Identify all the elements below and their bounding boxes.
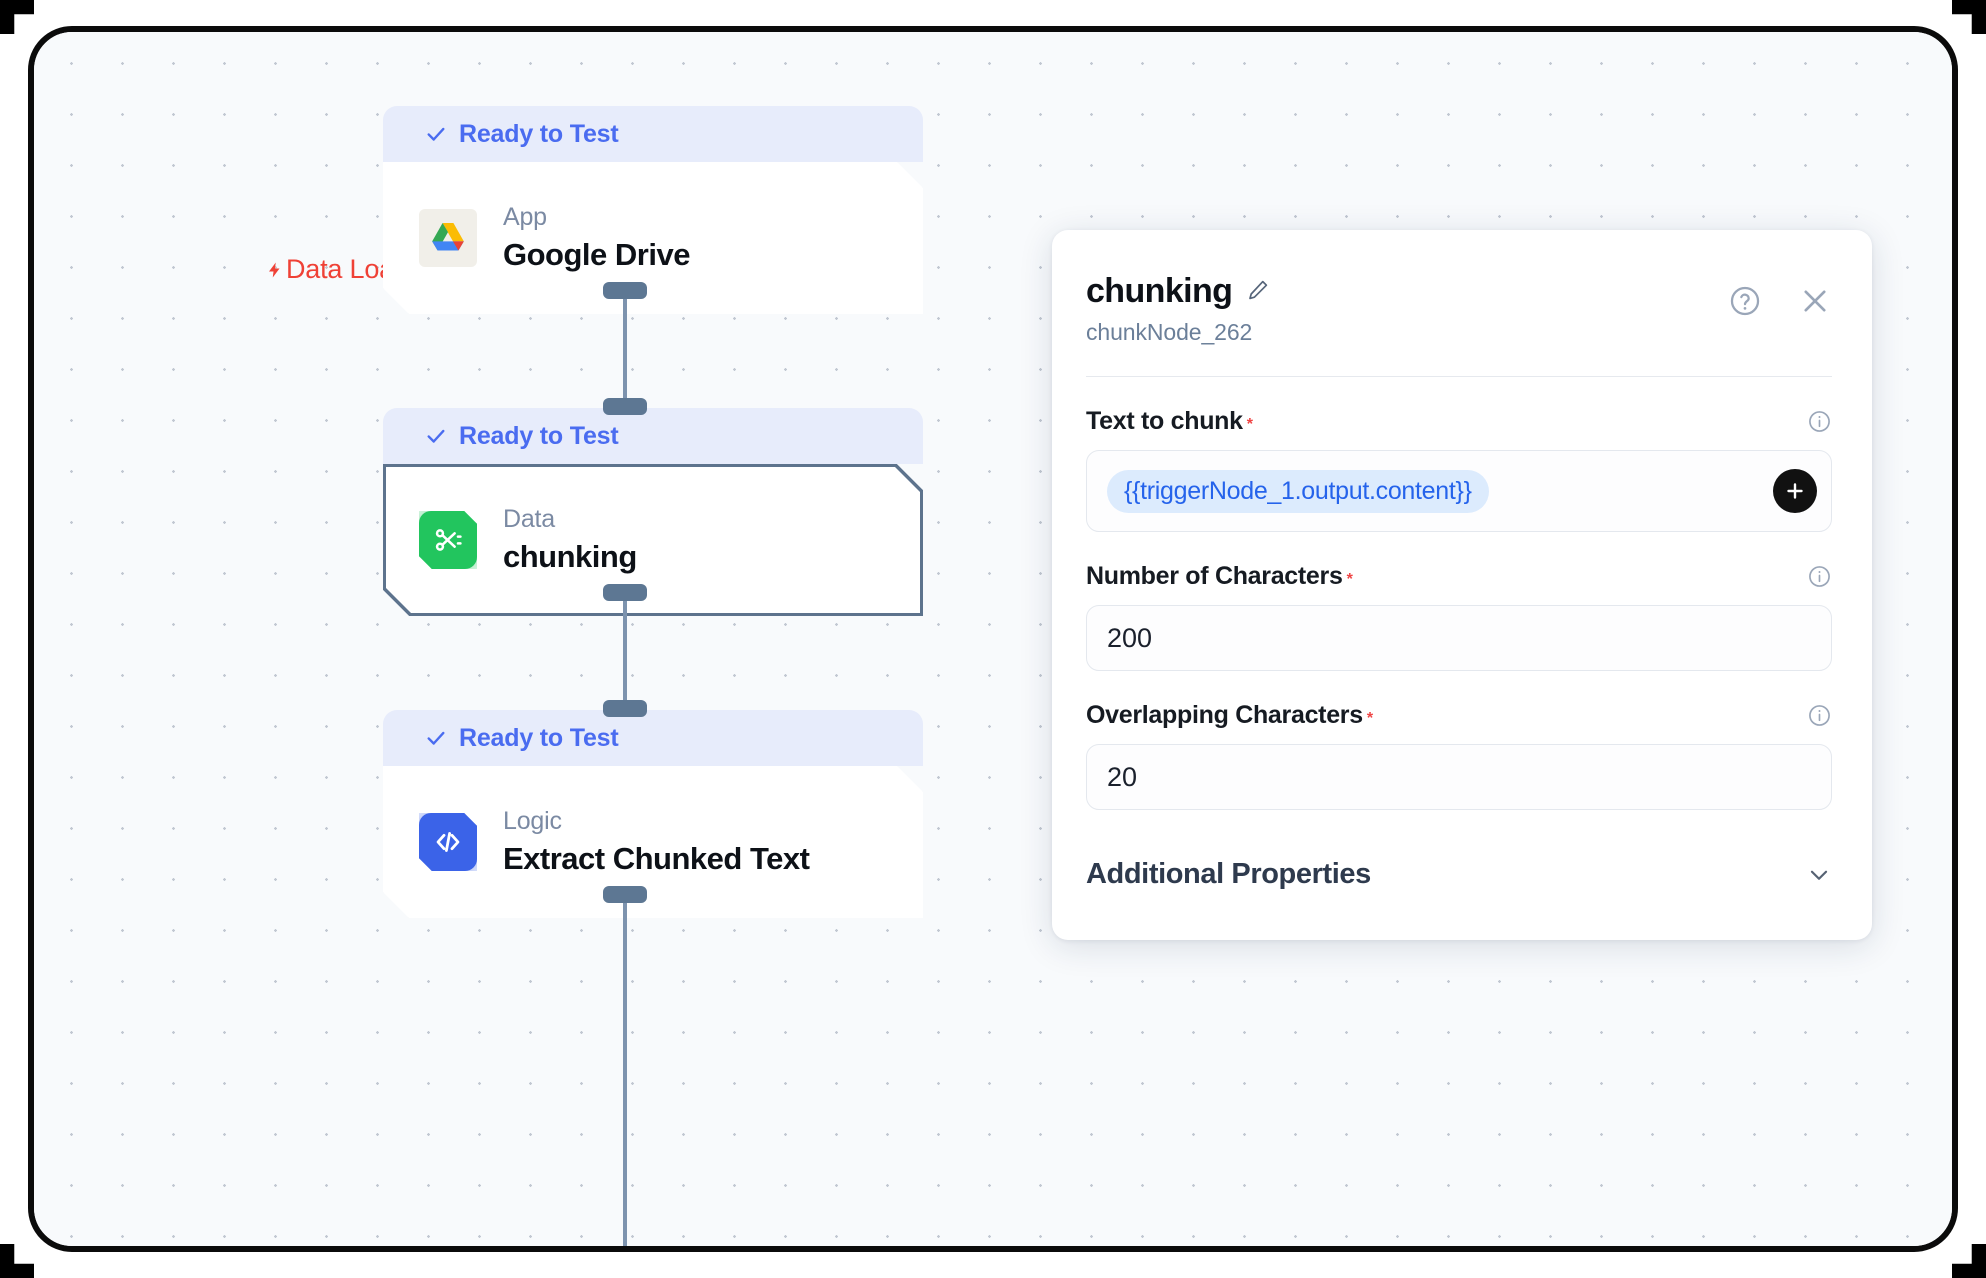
field-text-to-chunk: Text to chunk* {{triggerNode_1.output.co… (1086, 407, 1832, 532)
status-badge-label: Ready to Test (459, 723, 619, 752)
status-badge-label: Ready to Test (459, 421, 619, 450)
connector-port-out-2[interactable] (603, 584, 647, 601)
required-marker: * (1246, 416, 1253, 433)
workflow-node-google-drive[interactable]: Ready to Test App Google Drive (383, 106, 923, 314)
required-marker: * (1346, 571, 1353, 588)
google-drive-icon (419, 209, 477, 267)
crop-mark-bottom-left (0, 1244, 34, 1278)
status-badge-label: Ready to Test (459, 119, 619, 148)
check-icon (425, 425, 447, 447)
panel-subtitle: chunkNode_262 (1086, 319, 1253, 345)
crop-mark-top-right (1952, 0, 1986, 34)
node-kind-label: Logic (503, 807, 562, 835)
info-icon[interactable] (1807, 564, 1832, 589)
node-labels: Data chunking (503, 505, 637, 575)
close-icon[interactable] (1798, 284, 1832, 318)
crop-mark-bottom-right (1952, 1244, 1986, 1278)
additional-properties-label: Additional Properties (1086, 858, 1371, 890)
pencil-icon[interactable] (1246, 278, 1270, 302)
node-kind-label: Data (503, 505, 556, 533)
add-variable-button[interactable] (1773, 469, 1817, 513)
connector-port-in-2[interactable] (603, 398, 647, 415)
field-overlapping-characters: Overlapping Characters* 20 (1086, 701, 1832, 810)
additional-properties-toggle[interactable]: Additional Properties (1086, 858, 1832, 891)
node-labels: App Google Drive (503, 203, 690, 273)
node-title-label: Extract Chunked Text (503, 841, 810, 876)
node-title-label: Google Drive (503, 237, 690, 272)
node-body-selected[interactable]: Data chunking (383, 464, 923, 616)
code-brackets-icon (419, 813, 477, 871)
field-label-wrap: Text to chunk* (1086, 407, 1253, 436)
panel-header-titles: chunking chunkNode_262 (1086, 272, 1270, 346)
workflow-canvas-frame: Data Loader Ready to Test (28, 26, 1958, 1252)
field-number-of-characters: Number of Characters* 200 (1086, 562, 1832, 671)
connector-port-in-3[interactable] (603, 700, 647, 717)
required-marker: * (1366, 710, 1374, 727)
connector-line-1 (623, 290, 627, 412)
number-of-characters-value: 200 (1107, 622, 1153, 653)
text-to-chunk-input[interactable]: {{triggerNode_1.output.content}} (1086, 450, 1832, 532)
info-icon[interactable] (1807, 409, 1832, 434)
lightning-bolt-icon (266, 257, 284, 283)
panel-header-actions (1728, 284, 1832, 318)
question-circle-icon[interactable] (1728, 284, 1762, 318)
info-icon[interactable] (1807, 703, 1832, 728)
node-config-panel: chunking chunkNode_262 (1052, 230, 1872, 940)
field-label: Overlapping Characters (1086, 701, 1363, 729)
chevron-down-icon[interactable] (1806, 862, 1832, 888)
connector-port-out-3[interactable] (603, 886, 647, 903)
connector-line-3 (623, 894, 627, 1246)
status-badge: Ready to Test (383, 408, 923, 464)
status-badge: Ready to Test (383, 710, 923, 766)
field-label-wrap: Overlapping Characters* (1086, 701, 1373, 730)
panel-header: chunking chunkNode_262 (1086, 272, 1832, 346)
crop-mark-top-left (0, 0, 34, 34)
status-badge: Ready to Test (383, 106, 923, 162)
number-of-characters-input[interactable]: 200 (1086, 605, 1832, 671)
field-label: Text to chunk (1086, 407, 1243, 435)
connector-line-2 (623, 592, 627, 714)
node-kind-label: App (503, 203, 547, 231)
overlapping-characters-value: 20 (1107, 761, 1138, 792)
overlapping-characters-input[interactable]: 20 (1086, 744, 1832, 810)
connector-port-out-1[interactable] (603, 282, 647, 299)
workflow-node-chunking[interactable]: Ready to Test Data chu (383, 408, 923, 616)
panel-divider (1086, 376, 1832, 377)
node-body[interactable]: App Google Drive (383, 162, 923, 314)
check-icon (425, 123, 447, 145)
scissors-icon (419, 511, 477, 569)
check-icon (425, 727, 447, 749)
node-body[interactable]: Logic Extract Chunked Text (383, 766, 923, 918)
panel-title: chunking (1086, 272, 1233, 310)
field-label: Number of Characters (1086, 562, 1343, 590)
workflow-node-extract-chunked-text[interactable]: Ready to Test Logic Extract Chunked Text (383, 710, 923, 918)
variable-token-chip[interactable]: {{triggerNode_1.output.content}} (1107, 469, 1489, 513)
node-title-label: chunking (503, 539, 637, 574)
node-labels: Logic Extract Chunked Text (503, 807, 809, 877)
field-label-wrap: Number of Characters* (1086, 562, 1353, 591)
